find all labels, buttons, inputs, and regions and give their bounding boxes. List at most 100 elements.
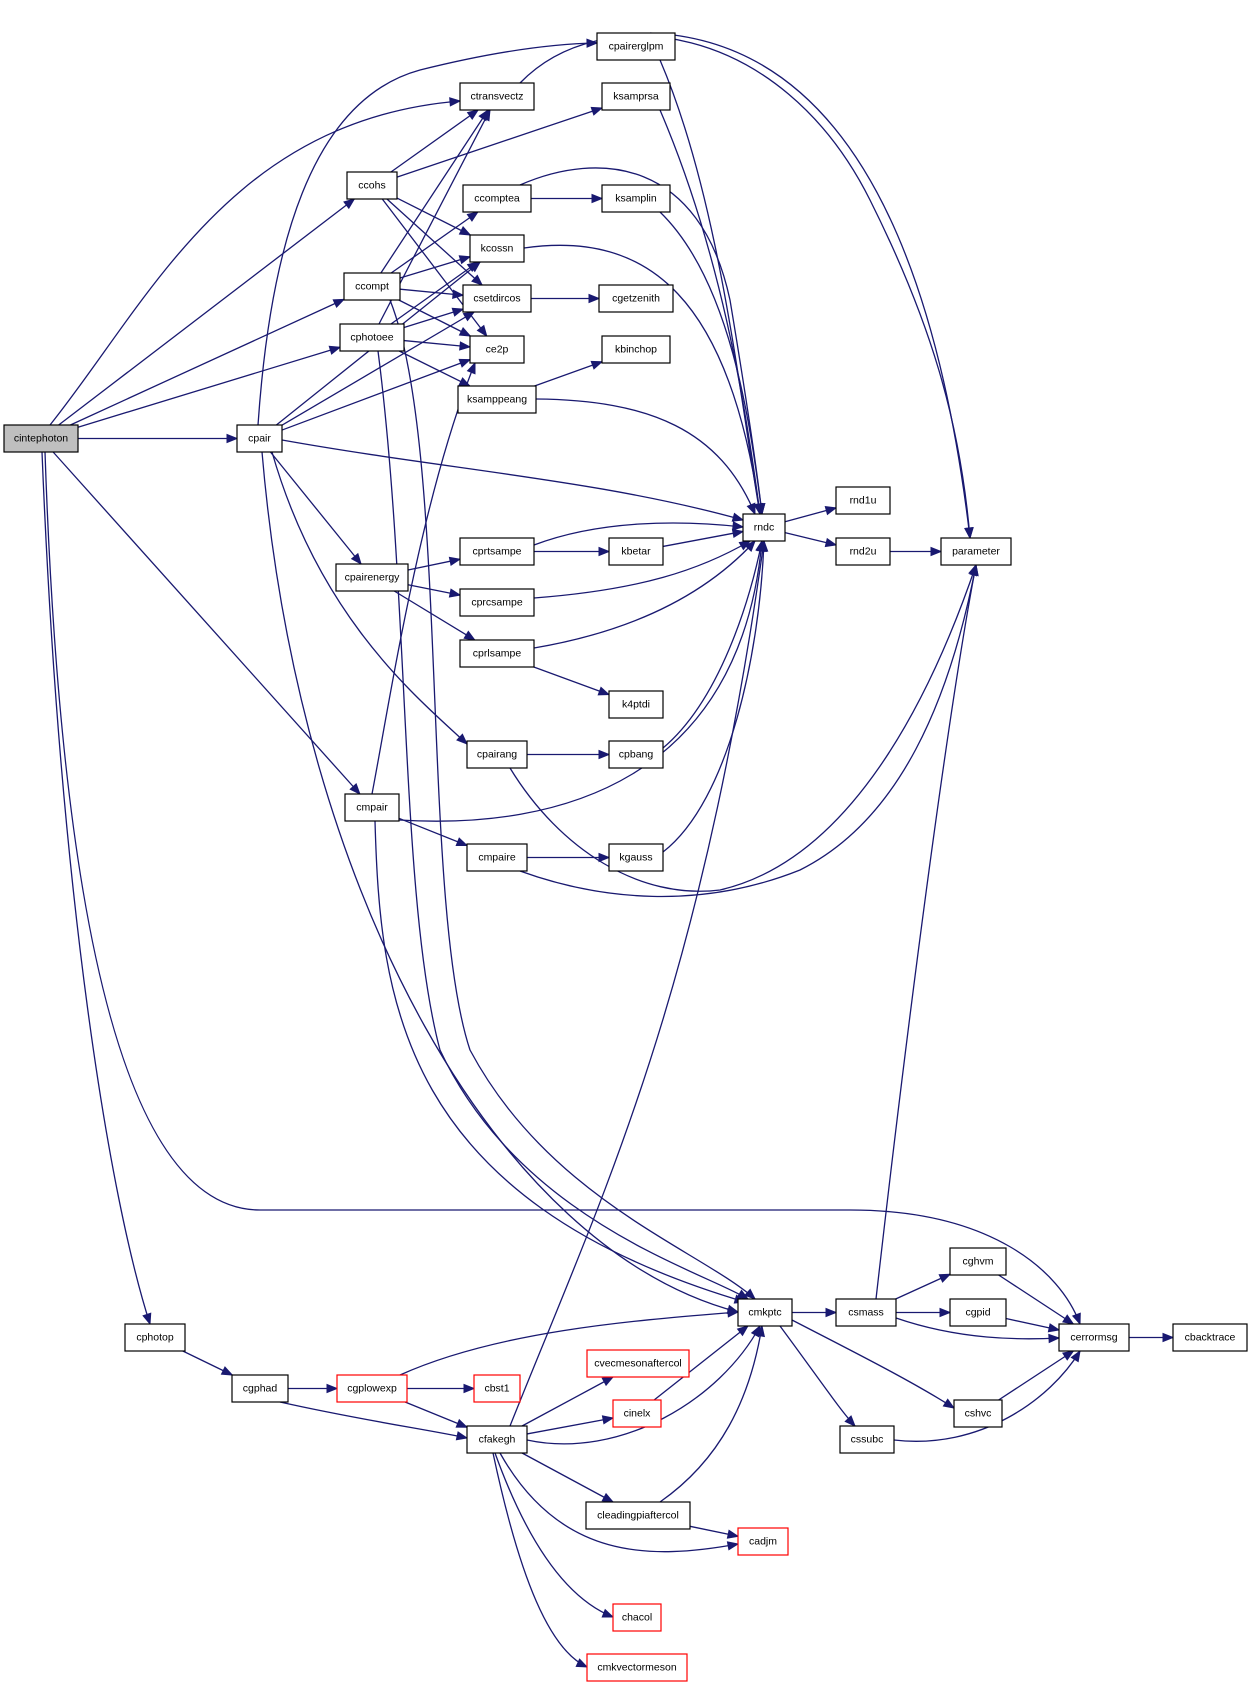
node-cprlsampe[interactable]: cprlsampe	[459, 639, 535, 668]
node-box-cgpid[interactable]	[949, 1298, 1007, 1327]
node-ksamprsa[interactable]: ksamprsa	[601, 82, 671, 111]
node-box-parameter[interactable]	[940, 537, 1012, 566]
node-cpbang[interactable]: cpbang	[608, 740, 664, 769]
node-box-cinelx[interactable]	[612, 1399, 662, 1428]
node-cintephoton[interactable]: cintephoton	[3, 424, 79, 453]
node-cmkvectormeson[interactable]: cmkvectormeson	[586, 1653, 688, 1682]
node-rnd1u[interactable]: rnd1u	[835, 486, 891, 515]
node-cleadingpiaftercol[interactable]: cleadingpiaftercol	[585, 1501, 691, 1530]
node-box-csmass[interactable]	[835, 1298, 897, 1327]
node-ksamplin[interactable]: ksamplin	[601, 184, 671, 213]
node-box-ccohs[interactable]	[346, 171, 398, 200]
node-box-ccompt[interactable]	[343, 272, 401, 301]
node-box-cssubc[interactable]	[839, 1425, 895, 1454]
node-rndc[interactable]: rndc	[742, 513, 786, 542]
node-box-ksamprsa[interactable]	[601, 82, 671, 111]
node-kgauss[interactable]: kgauss	[608, 843, 664, 872]
node-csetdircos[interactable]: csetdircos	[462, 284, 532, 313]
node-ccohs[interactable]: ccohs	[346, 171, 398, 200]
node-box-cshvc[interactable]	[953, 1399, 1003, 1428]
node-csmass[interactable]: csmass	[835, 1298, 897, 1327]
node-box-cmkvectormeson[interactable]	[586, 1653, 688, 1682]
node-cshvc[interactable]: cshvc	[953, 1399, 1003, 1428]
node-kbinchop[interactable]: kbinchop	[601, 335, 671, 364]
node-box-cmpaire[interactable]	[466, 843, 528, 872]
node-cgetzenith[interactable]: cgetzenith	[598, 284, 674, 313]
node-box-cprlsampe[interactable]	[459, 639, 535, 668]
node-cbst1[interactable]: cbst1	[473, 1374, 521, 1403]
node-box-k4ptdi[interactable]	[608, 690, 664, 719]
node-box-cmkptc[interactable]	[737, 1298, 793, 1327]
node-box-csetdircos[interactable]	[462, 284, 532, 313]
node-box-rndc[interactable]	[742, 513, 786, 542]
node-box-cleadingpiaftercol[interactable]	[585, 1501, 691, 1530]
node-parameter[interactable]: parameter	[940, 537, 1012, 566]
node-box-chacol[interactable]	[612, 1603, 662, 1632]
node-cgpid[interactable]: cgpid	[949, 1298, 1007, 1327]
node-cgplowexp[interactable]: cgplowexp	[336, 1374, 408, 1403]
node-box-ksamplin[interactable]	[601, 184, 671, 213]
node-box-cbst1[interactable]	[473, 1374, 521, 1403]
node-kbetar[interactable]: kbetar	[608, 537, 664, 566]
node-cfakegh[interactable]: cfakegh	[466, 1425, 528, 1454]
node-cmpair[interactable]: cmpair	[344, 793, 400, 822]
node-cghvm[interactable]: cghvm	[949, 1247, 1007, 1276]
node-box-kcossn[interactable]	[469, 234, 525, 263]
node-cmpaire[interactable]: cmpaire	[466, 843, 528, 872]
node-box-ce2p[interactable]	[469, 335, 525, 364]
node-chacol[interactable]: chacol	[612, 1603, 662, 1632]
node-cphotop[interactable]: cphotop	[124, 1323, 186, 1352]
node-kcossn[interactable]: kcossn	[469, 234, 525, 263]
node-box-kgauss[interactable]	[608, 843, 664, 872]
node-box-cghvm[interactable]	[949, 1247, 1007, 1276]
node-box-cpairerglpm[interactable]	[596, 32, 676, 61]
node-box-cadjm[interactable]	[737, 1527, 789, 1556]
node-cprtsampe[interactable]: cprtsampe	[459, 537, 535, 566]
node-cbacktrace[interactable]: cbacktrace	[1172, 1323, 1248, 1352]
node-box-cerrormsg[interactable]	[1058, 1323, 1130, 1352]
node-box-cgphad[interactable]	[231, 1374, 289, 1403]
node-cgphad[interactable]: cgphad	[231, 1374, 289, 1403]
node-cphotoee[interactable]: cphotoee	[339, 323, 405, 352]
node-ctransvectz[interactable]: ctransvectz	[459, 82, 535, 111]
node-box-ccomptea[interactable]	[462, 184, 532, 213]
node-ccomptea[interactable]: ccomptea	[462, 184, 532, 213]
node-box-cgplowexp[interactable]	[336, 1374, 408, 1403]
node-cerrormsg[interactable]: cerrormsg	[1058, 1323, 1130, 1352]
node-box-kbetar[interactable]	[608, 537, 664, 566]
node-box-rnd1u[interactable]	[835, 486, 891, 515]
node-box-cgetzenith[interactable]	[598, 284, 674, 313]
node-box-rnd2u[interactable]	[835, 537, 891, 566]
node-k4ptdi[interactable]: k4ptdi	[608, 690, 664, 719]
node-box-cpbang[interactable]	[608, 740, 664, 769]
node-box-cfakegh[interactable]	[466, 1425, 528, 1454]
node-box-cbacktrace[interactable]	[1172, 1323, 1248, 1352]
node-box-cprcsampe[interactable]	[459, 588, 535, 617]
node-box-ctransvectz[interactable]	[459, 82, 535, 111]
node-ccompt[interactable]: ccompt	[343, 272, 401, 301]
node-box-cpairang[interactable]	[466, 740, 528, 769]
node-rnd2u[interactable]: rnd2u	[835, 537, 891, 566]
node-cvecmesonaftercol[interactable]: cvecmesonaftercol	[586, 1349, 690, 1378]
node-box-ksamppeang[interactable]	[457, 385, 537, 414]
node-ce2p[interactable]: ce2p	[469, 335, 525, 364]
node-box-cprtsampe[interactable]	[459, 537, 535, 566]
node-box-cvecmesonaftercol[interactable]	[586, 1349, 690, 1378]
node-cpairang[interactable]: cpairang	[466, 740, 528, 769]
node-box-cphotoee[interactable]	[339, 323, 405, 352]
node-cadjm[interactable]: cadjm	[737, 1527, 789, 1556]
node-cinelx[interactable]: cinelx	[612, 1399, 662, 1428]
node-cpairenergy[interactable]: cpairenergy	[335, 563, 409, 592]
node-cpairerglpm[interactable]: cpairerglpm	[596, 32, 676, 61]
node-cprcsampe[interactable]: cprcsampe	[459, 588, 535, 617]
node-box-cphotop[interactable]	[124, 1323, 186, 1352]
node-box-cpair[interactable]	[236, 424, 283, 453]
node-box-kbinchop[interactable]	[601, 335, 671, 364]
node-box-cmpair[interactable]	[344, 793, 400, 822]
node-box-cpairenergy[interactable]	[335, 563, 409, 592]
node-cssubc[interactable]: cssubc	[839, 1425, 895, 1454]
node-cpair[interactable]: cpair	[236, 424, 283, 453]
node-box-cintephoton[interactable]	[3, 424, 79, 453]
node-cmkptc[interactable]: cmkptc	[737, 1298, 793, 1327]
node-ksamppeang[interactable]: ksamppeang	[457, 385, 537, 414]
